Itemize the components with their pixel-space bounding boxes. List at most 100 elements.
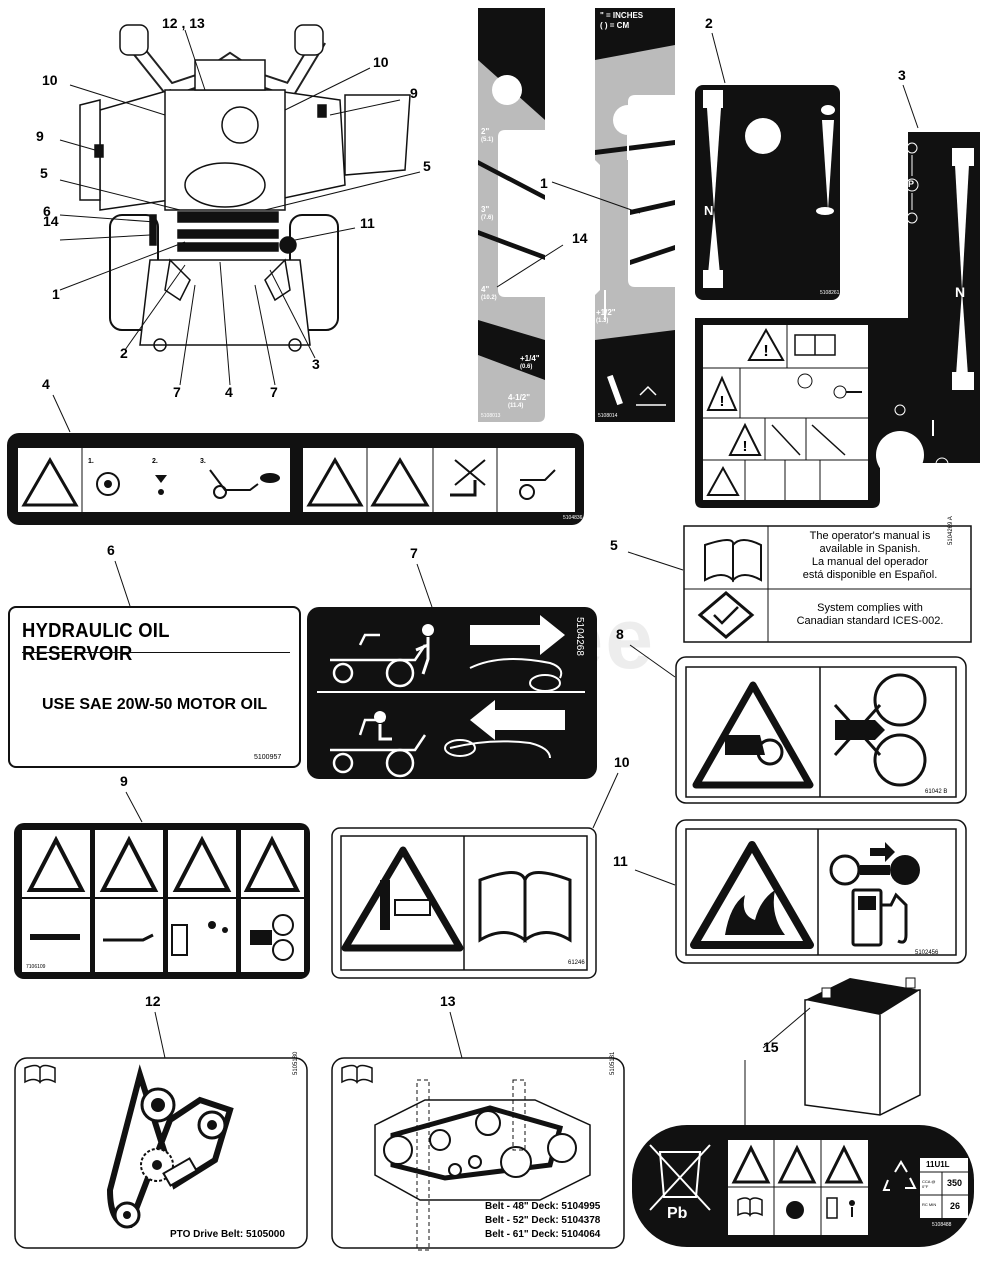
callout-decal-3: 3 xyxy=(898,67,906,83)
decal-6: HYDRAULIC OIL RESERVOIR USE SAE 20W-50 M… xyxy=(8,606,301,768)
gauge-left-mark: +1/4"(0.6) xyxy=(520,354,540,372)
decal-9 xyxy=(14,791,310,979)
decal2-neutral: N xyxy=(704,203,714,218)
decal3-park: P xyxy=(908,179,915,189)
decal15-cca: 350 xyxy=(947,1178,963,1188)
callout-decal-12: 12 xyxy=(145,993,161,1009)
decal-4 xyxy=(7,394,584,525)
belt-line: Belt - 61" Deck: 5104064 xyxy=(485,1229,601,1240)
gauge-legend-inches: " = INCHES xyxy=(600,11,644,20)
callout-decal-5: 5 xyxy=(610,537,618,553)
height-gauge-shapes xyxy=(478,8,675,422)
decal-11 xyxy=(634,819,967,964)
text-line: The operator's manual is xyxy=(809,530,931,542)
decal-2 xyxy=(695,32,840,300)
text-line: está disponible en Español. xyxy=(802,569,938,581)
svg-text:!: ! xyxy=(720,393,725,410)
gauge-legend: " = INCHES ( ) = CM xyxy=(600,11,643,31)
part-number: 5102456 xyxy=(915,950,939,956)
callout-decal-8: 8 xyxy=(616,626,624,642)
decal4-step2: 2. xyxy=(152,458,158,465)
callout-5-right: 5 xyxy=(423,158,431,174)
callout-7-right: 7 xyxy=(270,384,278,400)
decal15-rc: 26 xyxy=(950,1201,961,1211)
decal4-step1: 1. xyxy=(88,458,94,465)
decal15-model: 11U1L xyxy=(926,1160,950,1169)
part-number: 5108344 xyxy=(928,481,948,487)
mark-cm: (1.3) xyxy=(596,318,609,324)
text-line: Canadian standard ICES-002. xyxy=(796,615,944,627)
mark-in: 1-3/4" xyxy=(648,110,671,119)
mark-in: 3" xyxy=(481,205,490,214)
mark-in: 4" xyxy=(481,285,490,294)
gauge-legend-cm: ( ) = CM xyxy=(600,21,630,30)
callout-decal-11: 11 xyxy=(613,853,628,869)
mark-in: +1/2" xyxy=(596,308,616,317)
part-number: 5104836 xyxy=(563,515,583,521)
callout-decal-7: 7 xyxy=(410,545,418,561)
gauge-right-mark: +1/2"(1.3) xyxy=(596,308,616,326)
decal12-belt: PTO Drive Belt: 5105000 xyxy=(170,1229,285,1240)
callout-1: 1 xyxy=(52,286,60,302)
svg-text:!: ! xyxy=(743,438,748,455)
decal-15-battery xyxy=(632,977,974,1247)
callout-decal-4: 4 xyxy=(42,376,50,392)
decal3-neutral: N xyxy=(955,284,966,300)
callout-6: 6 xyxy=(43,203,51,219)
gauge-left-mark: 2"(5.1) xyxy=(481,127,493,145)
gauge-left-mark: 4-1/2"(11.4) xyxy=(508,393,530,411)
callout-5-left: 5 xyxy=(40,165,48,181)
callout-decal-6: 6 xyxy=(107,542,115,558)
mark-cm: (10.2) xyxy=(481,295,497,301)
mark-cm: (11.4) xyxy=(508,403,524,409)
part-number: 61042 B xyxy=(925,789,948,795)
decal4-step3: 3. xyxy=(200,458,206,465)
decal-7 xyxy=(307,563,597,779)
callout-2: 2 xyxy=(120,345,128,361)
decal-13 xyxy=(331,1011,625,1251)
callout-10-right: 10 xyxy=(373,54,389,70)
decal-6-leader xyxy=(114,560,131,607)
mark-cm: (7.6) xyxy=(481,215,494,221)
text-line: La manual del operador xyxy=(811,556,929,568)
decal6-subtitle: USE SAE 20W-50 MOTOR OIL xyxy=(42,696,268,713)
callout-9-left: 9 xyxy=(36,128,44,144)
mark-in: 2-3/4" xyxy=(648,187,671,196)
callout-decal-1: 1 xyxy=(540,175,548,191)
callout-10-left: 10 xyxy=(42,72,58,88)
decal-10 xyxy=(331,772,619,979)
gauge-right-mark: 2-3/4"(7.0) xyxy=(648,187,670,205)
callout-4: 4 xyxy=(225,384,233,400)
callout-12-13: 12 , 13 xyxy=(162,15,205,31)
decal15-rc-label: RC MIN xyxy=(922,1202,937,1207)
part-number: 5108488 xyxy=(932,1222,952,1228)
text-line: System complies with xyxy=(817,602,923,614)
part-number: 5108261 xyxy=(820,290,840,296)
decal-12 xyxy=(14,1011,308,1249)
mark-in: 3-3/4" xyxy=(648,268,671,277)
part-number: 5100957 xyxy=(254,754,282,761)
callout-9-right: 9 xyxy=(410,85,418,101)
callout-decal-9: 9 xyxy=(120,773,128,789)
mark-cm: (4.5) xyxy=(648,120,661,126)
callout-14: 14 xyxy=(43,213,59,229)
mark-cm: (5.1) xyxy=(481,137,494,143)
tractor-illustration xyxy=(59,24,421,386)
mark-in: 4-1/2" xyxy=(508,393,531,402)
decal5-manual-text: The operator's manual is available in Sp… xyxy=(772,530,968,582)
decal15-pb: Pb xyxy=(667,1205,688,1222)
mark-cm: (0.6) xyxy=(520,364,533,370)
callout-decal-2: 2 xyxy=(705,15,713,31)
gauge-right-mark: 3-3/4"(9.5) xyxy=(648,268,670,286)
part-number: 61246 xyxy=(568,960,585,966)
callout-decal-13: 13 xyxy=(440,993,456,1009)
callout-11: 11 xyxy=(360,215,375,231)
mark-in: 2" xyxy=(481,127,490,136)
part-number: 7106109 xyxy=(26,964,46,970)
decal6-divider xyxy=(22,652,290,653)
decal13-belts: Belt - 48" Deck: 5104995 Belt - 52" Deck… xyxy=(485,1200,600,1242)
callout-7-left: 7 xyxy=(173,384,181,400)
callout-decal-10: 10 xyxy=(614,754,630,770)
gauge-left-mark: 4"(10.2) xyxy=(481,285,497,303)
decal5-ices-text: System complies with Canadian standard I… xyxy=(772,602,968,628)
